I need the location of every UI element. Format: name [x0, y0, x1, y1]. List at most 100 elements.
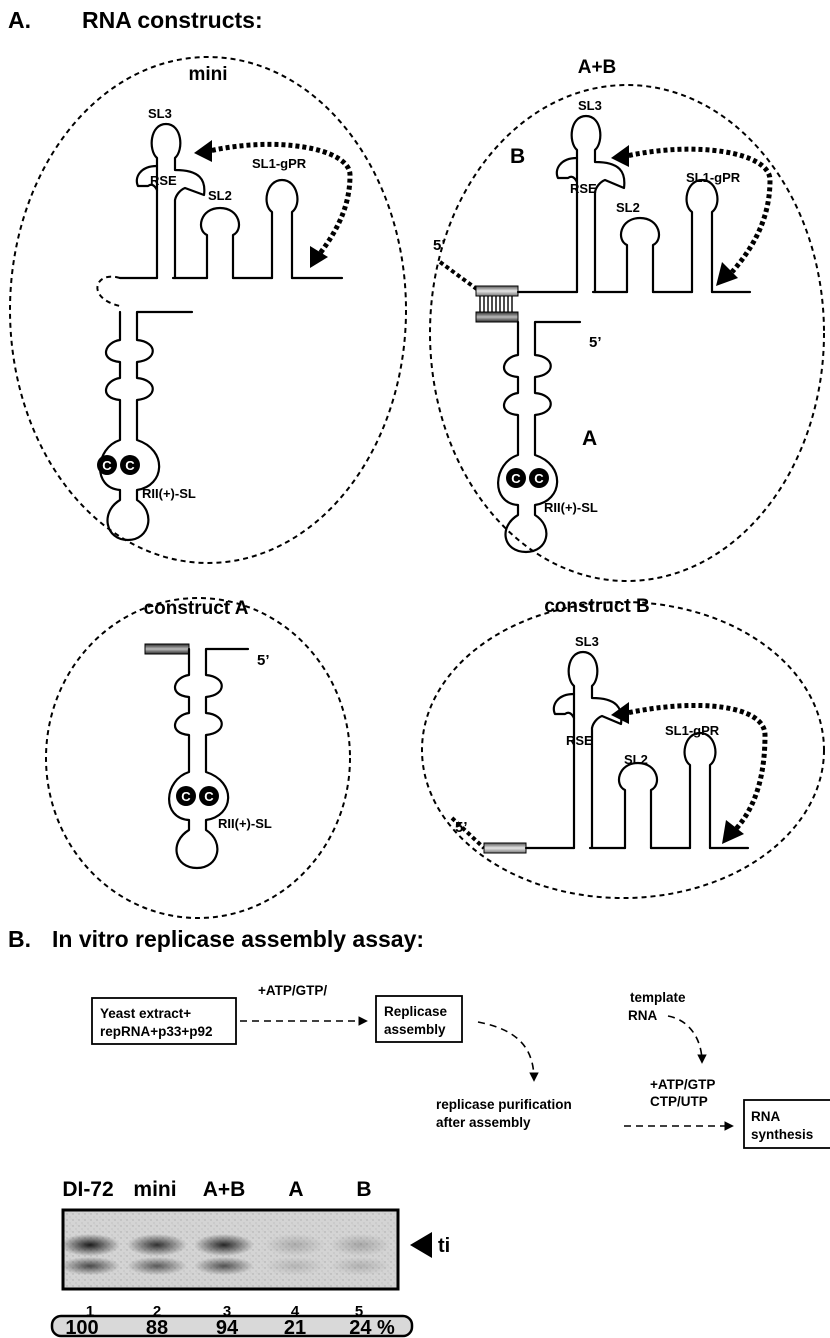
ab-bar-top	[476, 286, 518, 296]
ab-interaction-arrow	[622, 149, 770, 272]
construct-a-bar	[145, 644, 189, 654]
construct-b-sl1-stem	[685, 733, 716, 848]
mini-sl1-label: SL1-gPR	[252, 156, 307, 171]
ab-rse-bulge	[557, 158, 577, 182]
box-yeast-extract-line1: Yeast extract+	[100, 1006, 191, 1021]
gel-lane-headers: DI-72 mini A+B A B	[62, 1178, 371, 1201]
mini-panel-outline	[10, 57, 406, 563]
ab-a-label: A	[582, 427, 597, 450]
mini-sl1-stem	[267, 180, 298, 278]
ab-panel: A+B B 5’ SL3 RSE SL2 SL1-gPR 5’ A	[430, 57, 824, 581]
section-b-title: B.	[8, 926, 31, 952]
construct-b-arrowhead-bottom	[722, 820, 744, 844]
purify-line1: replicase purification	[436, 1097, 572, 1112]
value-lane-3: 94	[216, 1317, 239, 1338]
box-yeast-extract-line2: repRNA+p33+p92	[100, 1024, 213, 1039]
template-line2: RNA	[628, 1008, 657, 1023]
ab-sl3-label: SL3	[578, 98, 602, 113]
mini-title: mini	[188, 64, 227, 85]
ab-five-prime-tail	[440, 262, 478, 290]
purify-line2: after assembly	[436, 1115, 531, 1130]
gel-band	[60, 1257, 120, 1275]
construct-a-rii-label: RII(+)-SL	[218, 816, 272, 831]
ab-c-letter-1: C	[511, 471, 521, 486]
gel-band	[60, 1234, 120, 1256]
ab-sl1-stem	[687, 180, 718, 292]
mini-sl2-label: SL2	[208, 188, 232, 203]
construct-b-sl3-label: SL3	[575, 634, 599, 649]
box-replicase-assembly-line1: Replicase	[384, 1004, 448, 1019]
gel-band	[127, 1257, 187, 1275]
template-arrow	[668, 1016, 702, 1062]
assay-flow: Yeast extract+ repRNA+p33+p92 +ATP/GTP/ …	[92, 983, 830, 1148]
ab-basepair-lines	[480, 296, 512, 312]
mini-arrowhead-bottom	[310, 246, 328, 268]
value-lane-5: 24 %	[349, 1317, 395, 1338]
construct-b-rse-label: RSE	[566, 733, 593, 748]
value-lane-4: 21	[284, 1317, 306, 1338]
gel-band	[330, 1234, 390, 1256]
lane-header-3: A+B	[203, 1178, 246, 1201]
construct-b-sl2-stem	[619, 763, 657, 848]
lane-header-4: A	[288, 1178, 303, 1201]
gel-band	[127, 1234, 187, 1256]
ab-rii-stem	[498, 322, 580, 552]
ab-title: A+B	[578, 57, 617, 78]
box-rna-synthesis-line1: RNA	[751, 1109, 780, 1124]
band-label: ti	[438, 1235, 450, 1257]
construct-a-outline	[46, 598, 350, 918]
ab-sl1-label: SL1-gPR	[686, 170, 741, 185]
ab-rse-label: RSE	[570, 181, 597, 196]
construct-b-sl3-stem	[569, 652, 622, 848]
lane-header-1: DI-72	[62, 1178, 113, 1201]
lane-header-5: B	[356, 1178, 371, 1201]
mini-rii-stem	[100, 312, 192, 540]
value-lane-2: 88	[146, 1317, 168, 1338]
lane-header-2: mini	[133, 1178, 176, 1201]
ab-five-prime-label-bottom: 5’	[589, 334, 602, 351]
construct-a-c-letter-2: C	[204, 789, 214, 804]
gel-band	[265, 1234, 325, 1256]
gel-band	[265, 1257, 325, 1275]
construct-a-c-letter-1: C	[181, 789, 191, 804]
section-a-title: A.	[8, 7, 31, 33]
construct-b-sl2-label: SL2	[624, 752, 648, 767]
mini-c-letter-2: C	[125, 458, 135, 473]
mini-sl3-stem	[152, 124, 205, 278]
mini-arrowhead-top	[194, 140, 212, 162]
gel-band	[194, 1234, 254, 1256]
construct-a-title: construct A	[144, 598, 249, 619]
gel-band	[194, 1257, 254, 1275]
gel-band	[330, 1257, 390, 1275]
ab-bar-bottom	[476, 312, 518, 322]
section-b-heading: In vitro replicase assembly assay:	[52, 926, 424, 952]
mini-sl3-label: SL3	[148, 106, 172, 121]
section-a-heading: RNA constructs:	[82, 7, 263, 33]
step1-label: +ATP/GTP/	[258, 983, 327, 998]
construct-a-rii-stem	[169, 649, 248, 868]
construct-b-five-prime: 5’	[455, 819, 468, 836]
mini-rii-label: RII(+)-SL	[142, 486, 196, 501]
ab-b-label: B	[510, 145, 525, 168]
ab-c-letter-2: C	[534, 471, 544, 486]
ab-rii-label: RII(+)-SL	[544, 500, 598, 515]
mini-panel: mini SL3 RSE SL2 SL1-gPR C C RII(+)-SL	[10, 57, 406, 563]
construct-b-panel: construct B 5’ SL3 RSE SL2 SL1-gPR	[422, 596, 824, 898]
purify-arrow	[478, 1022, 534, 1080]
box-replicase-assembly-line2: assembly	[384, 1022, 446, 1037]
nts-line1: +ATP/GTP	[650, 1077, 715, 1092]
ab-sl2-stem	[621, 218, 659, 292]
mini-sl2-stem	[201, 208, 239, 278]
construct-a-five-prime: 5’	[257, 652, 270, 669]
template-line1: template	[630, 990, 686, 1005]
ab-sl2-label: SL2	[616, 200, 640, 215]
ab-five-prime-label-top: 5’	[433, 237, 446, 254]
construct-b-bar	[484, 843, 526, 853]
construct-b-sl1-label: SL1-gPR	[665, 723, 720, 738]
construct-b-rse-bulge	[554, 694, 574, 718]
nts-line2: CTP/UTP	[650, 1094, 708, 1109]
construct-a-panel: construct A 5’ C C RII(+)-SL	[46, 598, 350, 918]
box-rna-synthesis-line2: synthesis	[751, 1127, 813, 1142]
mini-rse-label: RSE	[150, 173, 177, 188]
